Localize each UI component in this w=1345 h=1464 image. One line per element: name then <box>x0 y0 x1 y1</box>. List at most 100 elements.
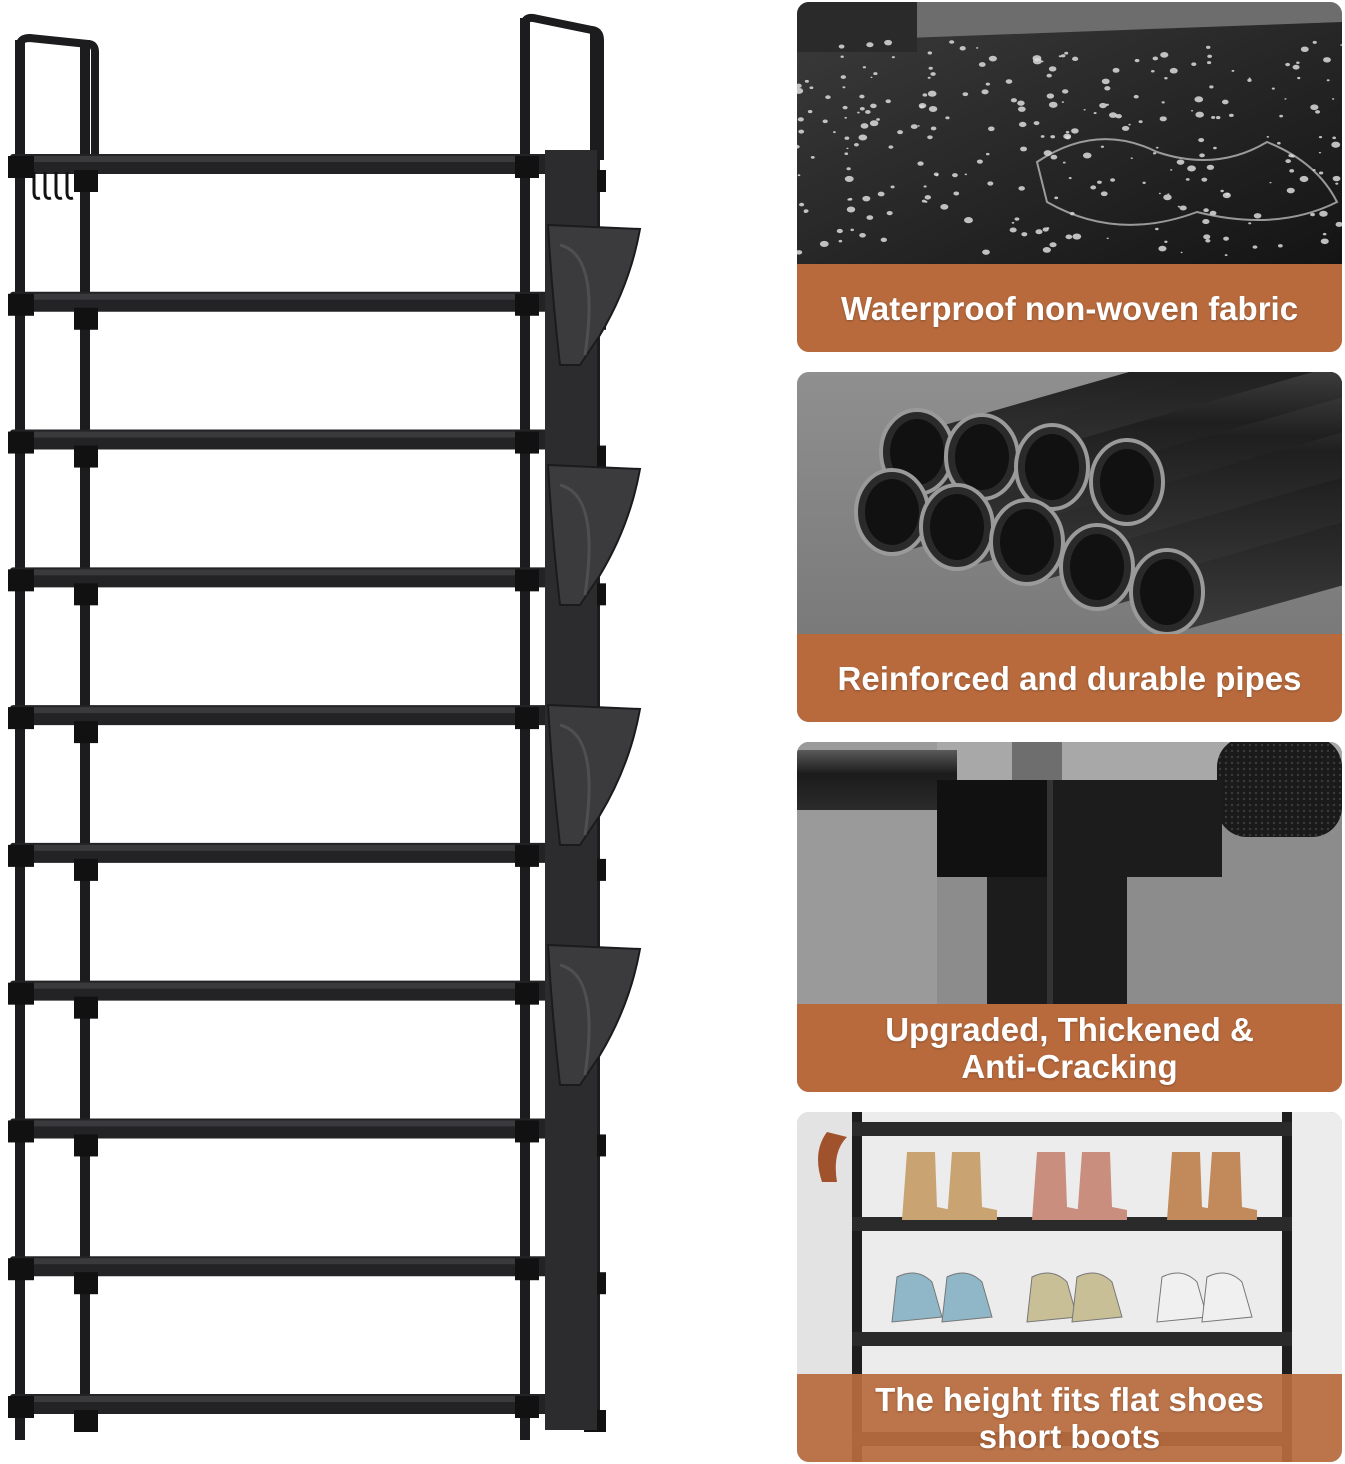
water-drop <box>897 130 904 135</box>
water-drop <box>1285 159 1291 164</box>
rack-joint <box>74 721 98 744</box>
water-drop <box>1203 234 1211 240</box>
water-drop <box>1191 62 1197 67</box>
boot <box>947 1152 997 1220</box>
rack-handle <box>16 33 99 160</box>
water-drop <box>1058 55 1062 58</box>
water-drop <box>1155 227 1159 231</box>
rack-joint <box>8 156 34 178</box>
water-drop <box>953 191 960 196</box>
water-drop <box>1203 208 1209 213</box>
water-drop <box>1009 227 1017 233</box>
rack-joint <box>515 844 539 867</box>
water-drop <box>873 72 878 76</box>
water-drop <box>838 44 845 49</box>
water-drop <box>1310 104 1319 111</box>
water-drop <box>1206 45 1211 49</box>
hook <box>32 172 41 200</box>
bag <box>818 1132 847 1182</box>
water-drop <box>1064 135 1071 140</box>
water-drop <box>857 111 860 114</box>
rack-post <box>1282 1112 1292 1462</box>
feature-panel-connector: Upgraded, Thickened & Anti-Cracking <box>797 742 1342 1092</box>
rack-joint <box>8 982 34 1005</box>
water-drop <box>917 161 924 166</box>
water-drop <box>976 159 983 164</box>
water-drop <box>884 39 893 46</box>
water-drop <box>959 46 966 51</box>
water-drop <box>1164 77 1168 80</box>
rack-shelf-edge <box>25 982 535 989</box>
water-drop <box>1133 94 1139 99</box>
water-drop <box>1100 191 1108 197</box>
water-drop <box>1151 69 1155 73</box>
water-drop <box>880 237 887 243</box>
water-drop <box>924 195 932 200</box>
rack-joint <box>515 156 539 178</box>
water-drop <box>1289 169 1295 173</box>
water-drop <box>927 90 937 97</box>
water-drop <box>1017 100 1025 106</box>
rack-joint <box>8 707 34 730</box>
water-drop <box>1213 146 1217 150</box>
water-drop <box>1134 58 1140 63</box>
rack-joint <box>8 569 34 592</box>
water-drop <box>1297 76 1301 80</box>
rack-joint <box>74 583 98 606</box>
water-drop <box>1090 185 1097 190</box>
shoes-on-rack-icon <box>797 1112 1342 1462</box>
rack-shelf-edge <box>25 431 535 438</box>
rack-shelf-edge <box>25 1120 535 1127</box>
rack-post <box>852 1112 862 1462</box>
pipe-hole <box>865 479 919 545</box>
water-drop <box>1205 238 1211 243</box>
water-drop <box>844 152 849 156</box>
water-drop <box>1014 217 1020 221</box>
pocket-highlight <box>559 963 591 1076</box>
water-drop <box>1110 178 1116 182</box>
water-drop <box>930 72 936 76</box>
water-drop <box>1041 60 1044 63</box>
hook <box>54 172 63 200</box>
water-drop <box>859 232 866 238</box>
water-drop <box>1121 125 1130 131</box>
water-drop <box>1046 93 1055 99</box>
water-drop <box>859 107 865 111</box>
water-drop <box>1042 247 1051 253</box>
pocket-highlight <box>559 483 591 596</box>
water-drop <box>1185 178 1190 181</box>
water-drop <box>1033 121 1040 126</box>
water-drop <box>1206 164 1215 170</box>
rack-shelf <box>852 1332 1292 1346</box>
water-drop <box>1319 210 1328 217</box>
water-drop <box>1152 56 1159 61</box>
water-drop <box>1231 69 1235 72</box>
caption-line: Upgraded, Thickened & <box>885 1011 1254 1048</box>
boot <box>1167 1152 1217 1220</box>
water-drop <box>1158 245 1167 252</box>
water-drop <box>804 79 809 83</box>
water-drop <box>1278 244 1283 248</box>
water-drop <box>1331 98 1335 100</box>
water-drop <box>888 145 894 149</box>
water-drop <box>810 156 815 159</box>
water-drop <box>1284 98 1287 100</box>
rack-shelf <box>852 1217 1292 1231</box>
pipe-hole <box>955 424 1009 490</box>
water-drop <box>825 95 831 100</box>
water-drop <box>846 147 849 150</box>
water-drop <box>862 66 867 69</box>
feature-caption: Reinforced and durable pipes <box>797 634 1342 722</box>
water-drop <box>1060 54 1066 58</box>
water-drop <box>869 120 879 127</box>
water-drop <box>1194 96 1204 103</box>
water-drop <box>1138 120 1143 124</box>
water-drop <box>1163 194 1172 201</box>
pocket-highlight <box>559 243 591 356</box>
water-drop <box>1310 212 1316 217</box>
water-drop <box>1222 192 1231 199</box>
water-drop <box>1050 135 1056 139</box>
water-drop <box>952 173 958 178</box>
water-drop <box>987 181 994 186</box>
water-drop <box>1049 242 1057 248</box>
